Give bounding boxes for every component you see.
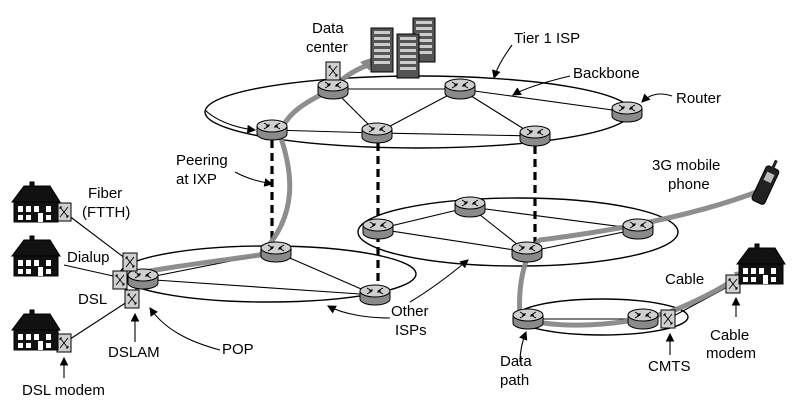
peering-links — [270, 140, 537, 290]
router-icon — [361, 122, 393, 144]
router-icon — [454, 196, 486, 218]
cmts-icon — [660, 309, 676, 329]
dsl-modem-small-icon — [112, 270, 128, 290]
cable-label: Cable — [665, 271, 704, 288]
data-center-label: Data — [312, 20, 344, 37]
other-isps-label: ISPs — [395, 322, 427, 339]
fiber-label: (FTTH) — [82, 204, 130, 221]
router-icon — [444, 78, 476, 100]
fiber-modem-icon — [56, 202, 72, 222]
cable-modem-icon — [725, 274, 741, 294]
regional-isp-ring-right — [357, 197, 679, 267]
router-icon — [362, 218, 394, 240]
cable-modem-label: modem — [706, 345, 756, 362]
data-path-label: path — [500, 372, 529, 389]
cmts-label: CMTS — [648, 358, 691, 375]
tier1-isp-label: Tier 1 ISP — [514, 30, 580, 47]
dsl-modem-label: DSL modem — [22, 382, 105, 399]
dslam-icon — [124, 289, 140, 309]
router-icon — [317, 78, 349, 100]
data-path-label: Data — [500, 353, 532, 370]
data-center-servers-icon — [370, 17, 436, 79]
router-icon — [622, 218, 654, 240]
house-icon — [11, 235, 61, 277]
data-center-label: center — [306, 39, 348, 56]
router-icon — [260, 241, 292, 263]
cable-modem-label: Cable — [710, 327, 749, 344]
house-icon — [11, 181, 61, 223]
dsl-modem-icon — [56, 333, 72, 353]
fiber-label: Fiber — [88, 185, 122, 202]
peering-label: Peering — [176, 152, 228, 169]
router-icon — [611, 101, 643, 123]
dslam-label: DSLAM — [108, 344, 160, 361]
peering-label: at IXP — [176, 171, 217, 188]
dialup-label: Dialup — [67, 249, 110, 266]
dialup-modem-icon — [122, 252, 138, 272]
mobile-phone-label: phone — [668, 176, 710, 193]
router-icon — [512, 308, 544, 330]
pop-label: POP — [222, 341, 254, 358]
backbone-label: Backbone — [573, 65, 640, 82]
router-label: Router — [676, 90, 721, 107]
annotation-arrows — [59, 44, 741, 378]
router-icon — [127, 268, 159, 290]
router-icon — [256, 119, 288, 141]
house-icon — [736, 243, 786, 285]
router-icon — [359, 284, 391, 306]
mobile-phone-icon — [751, 159, 780, 205]
other-isps-label: Other — [391, 303, 429, 320]
dsl-label: DSL — [78, 291, 107, 308]
data-path-arrowhead — [360, 58, 371, 71]
data-center-switch-icon — [325, 61, 341, 81]
router-icon — [519, 125, 551, 147]
mobile-phone-label: 3G mobile — [652, 157, 720, 174]
router-icon — [511, 241, 543, 263]
router-icon — [627, 308, 659, 330]
house-icon — [11, 309, 61, 351]
